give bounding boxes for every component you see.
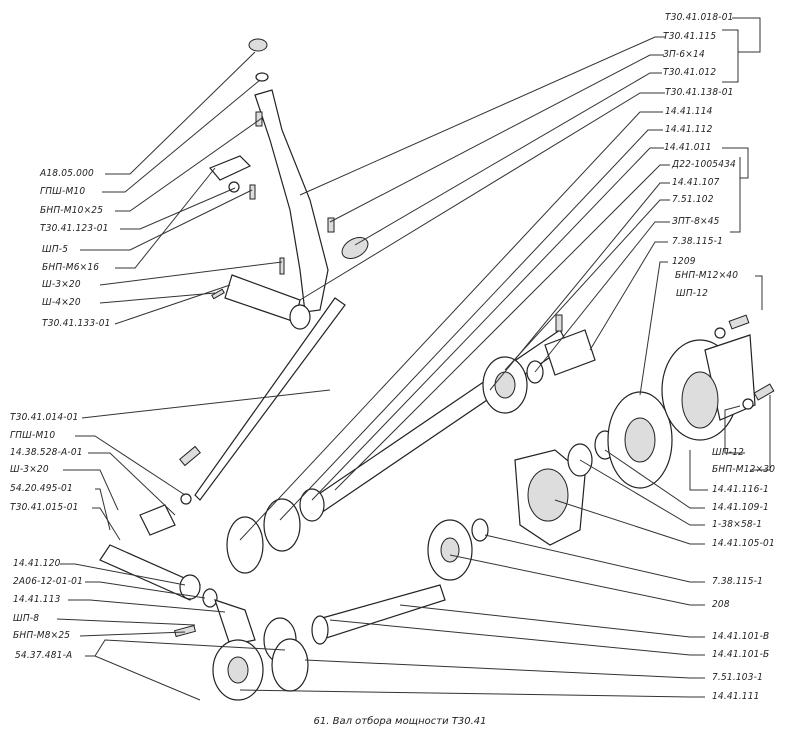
part-label: 54.20.495-01: [10, 483, 73, 494]
lower-linkage: [99, 445, 297, 701]
part-label: ЗП-6×14: [663, 49, 705, 60]
part-label: 14.41.111: [712, 691, 760, 702]
part-label: 54.37.481-А: [15, 650, 73, 661]
figure-caption: 61. Вал отбора мощности Т30.41: [313, 716, 487, 727]
part-label: 14.41.101-Б: [712, 649, 770, 660]
part-label: 14.41.120: [13, 558, 61, 569]
part-label: Т30.41.133-01: [42, 318, 111, 329]
part-label: ГПШ-М10: [40, 186, 86, 197]
housing-assembly: [514, 314, 775, 546]
group-brackets: [722, 17, 763, 310]
part-label: БНП-М6×16: [42, 262, 100, 273]
part-label: 7.51.102: [672, 194, 714, 205]
part-label: 1-38×58-1: [712, 519, 763, 530]
part-label: БНП-М12×40: [675, 270, 739, 281]
part-label: 208: [712, 599, 730, 610]
part-label: 1209: [672, 256, 696, 267]
part-label: БНП-М12×30: [712, 464, 776, 475]
part-label: Т30.41.123-01: [40, 223, 109, 234]
part-label: ШП-8: [13, 613, 40, 624]
main-shaft: [226, 314, 596, 692]
part-label: 14.41.109-1: [712, 502, 769, 513]
part-label: БНП-М8×25: [13, 630, 71, 641]
part-label: Т30.41.015-01: [10, 502, 79, 513]
part-label: 7.51.103-1: [712, 672, 764, 683]
part-label: Т30.41.115: [663, 31, 717, 42]
leader-lines: [56, 36, 771, 701]
part-label: 14.41.112: [665, 124, 713, 135]
part-label: Ш-4×20: [42, 297, 81, 308]
part-label: Д22-1005434: [672, 159, 736, 170]
part-label: А18.05.000: [40, 168, 94, 179]
part-label: 14.41.116-1: [712, 484, 769, 495]
part-label: ШП-5: [42, 244, 69, 255]
part-label: 7.38.115-1: [672, 236, 724, 247]
part-label: 14.41.114: [665, 106, 713, 117]
part-label: 14.38.528-А-01: [10, 447, 83, 458]
part-label: 14.41.113: [13, 594, 61, 605]
part-label: Т30.41.018-01: [665, 12, 734, 23]
part-label: 14.41.107: [672, 177, 720, 188]
part-label: ЗПТ-8×45: [672, 216, 720, 227]
part-label: Ш-3×20: [42, 279, 81, 290]
part-label: ГПШ-М10: [10, 430, 56, 441]
part-label: Т30.41.138-01: [665, 87, 734, 98]
part-label: 2А06-12-01-01: [13, 576, 83, 587]
part-label: 14.41.101-В: [712, 631, 770, 642]
part-label: Ш-3×20: [10, 464, 49, 475]
part-label: ШП-12: [712, 447, 745, 458]
part-label: 7.38.115-1: [712, 576, 764, 587]
lever-assembly: [194, 38, 369, 501]
part-label: ШП-12: [676, 288, 709, 299]
part-label: БНП-М10×25: [40, 205, 104, 216]
part-label: Т30.41.012: [663, 67, 717, 78]
part-label: 14.41.011: [664, 142, 712, 153]
part-label: Т30.41.014-01: [10, 412, 79, 423]
part-label: 14.41.105-01: [712, 538, 775, 549]
